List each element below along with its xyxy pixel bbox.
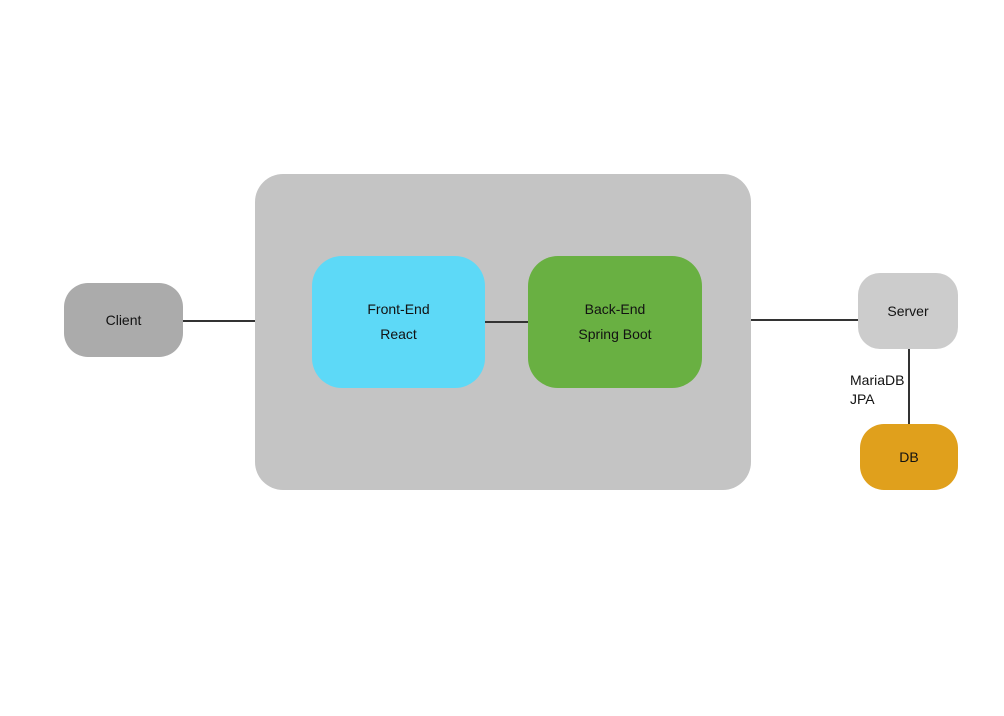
frontend-node[interactable]: Front-End React [312, 256, 485, 388]
server-node[interactable]: Server [858, 273, 958, 349]
frontend-node-subtitle: React [380, 326, 417, 342]
frontend-node-title: Front-End [367, 301, 430, 317]
edge-label-line1: MariaDB [850, 372, 905, 388]
server-node-label: Server [887, 302, 929, 319]
edge-client-to-group [183, 320, 255, 322]
edge-label-server-db: MariaDB JPA [850, 371, 910, 409]
client-node-label: Client [105, 311, 142, 328]
db-node-label: DB [899, 448, 919, 465]
edge-frontend-to-backend [485, 321, 528, 323]
backend-node[interactable]: Back-End Spring Boot [528, 256, 702, 388]
edge-server-to-db [908, 349, 910, 424]
backend-node-title: Back-End [584, 301, 646, 317]
backend-node-subtitle: Spring Boot [578, 326, 652, 342]
db-node[interactable]: DB [860, 424, 958, 490]
edge-group-to-server [751, 319, 858, 321]
client-node[interactable]: Client [64, 283, 183, 357]
edge-label-line2: JPA [850, 391, 875, 407]
